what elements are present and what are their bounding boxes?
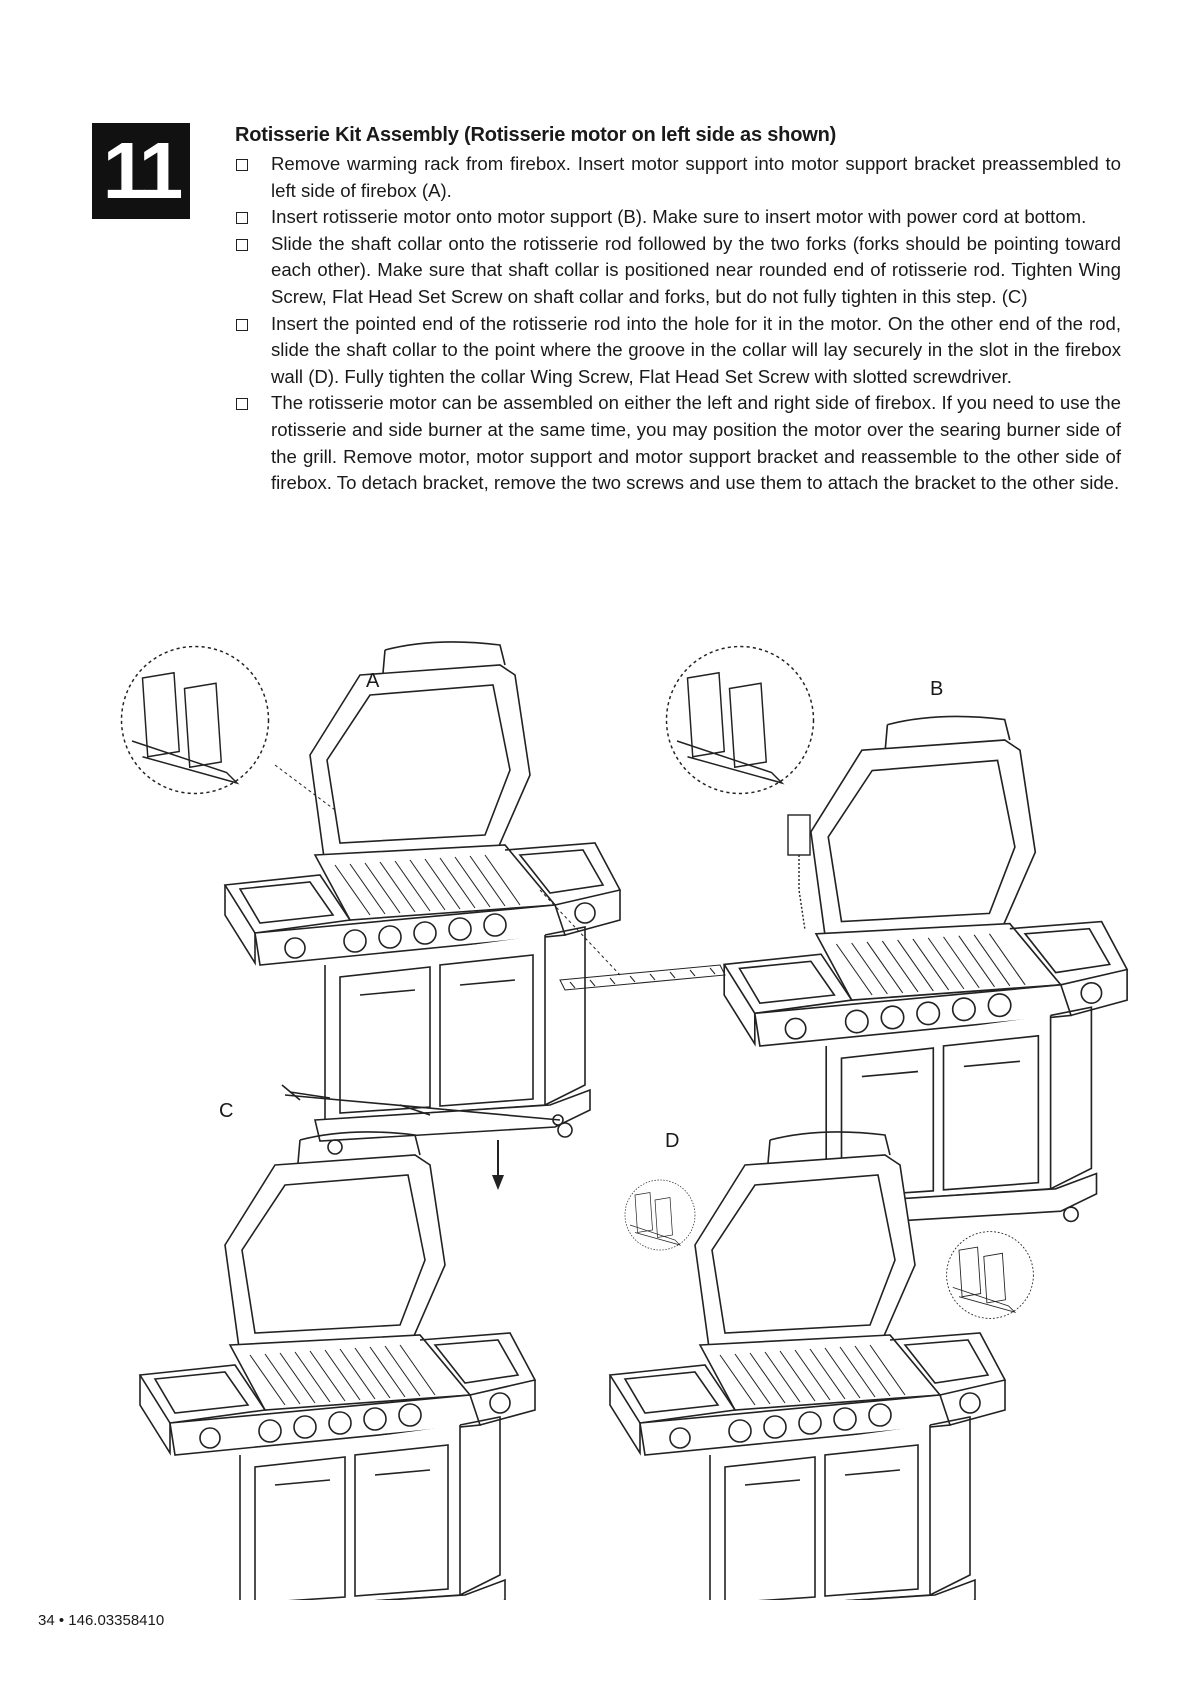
- figure-a-grill: [224, 641, 621, 1155]
- figure-label-c: C: [219, 1100, 234, 1122]
- checkbox-bullet-icon: [236, 159, 248, 171]
- figure-label-a: A: [366, 670, 380, 692]
- section-title: Rotisserie Kit Assembly (Rotisserie moto…: [235, 124, 837, 146]
- checkbox-bullet-icon: [236, 212, 248, 225]
- grill-illustration: [120, 641, 1128, 1600]
- assembly-illustration: A B C D: [0, 640, 1191, 1600]
- figure-label-d: D: [665, 1130, 680, 1152]
- instruction-item: Remove warming rack from firebox. Insert…: [235, 151, 1121, 204]
- instruction-item: The rotisserie motor can be assembled on…: [235, 390, 1121, 496]
- figure-d-zoom-left: [624, 1179, 696, 1251]
- figure-b-grill: [723, 715, 1128, 1240]
- page-footer: 34 • 146.03358410: [38, 1612, 165, 1629]
- figure-d-zoom-right: [946, 1231, 1034, 1319]
- figure-c-grill: [139, 1131, 536, 1600]
- instruction-item: Insert the pointed end of the rotisserie…: [235, 311, 1121, 391]
- instruction-block: Rotisserie Kit Assembly (Rotisserie moto…: [235, 124, 1121, 497]
- rotisserie-rod: [281, 1084, 564, 1126]
- figure-b-zoom-detail: [665, 645, 815, 795]
- figure-a-zoom-detail: [120, 645, 270, 795]
- instruction-list: Remove warming rack from firebox. Insert…: [235, 151, 1121, 497]
- instruction-item: Insert rotisserie motor onto motor suppo…: [235, 204, 1121, 231]
- checkbox-bullet-icon: [236, 238, 248, 251]
- checkbox-bullet-icon: [236, 398, 248, 411]
- figure-label-b: B: [930, 678, 944, 700]
- checkbox-bullet-icon: [236, 318, 248, 331]
- rotisserie-motor-icon: [787, 814, 811, 931]
- step-number-badge: 11: [92, 123, 190, 219]
- instruction-item: Slide the shaft collar onto the rotisser…: [235, 231, 1121, 311]
